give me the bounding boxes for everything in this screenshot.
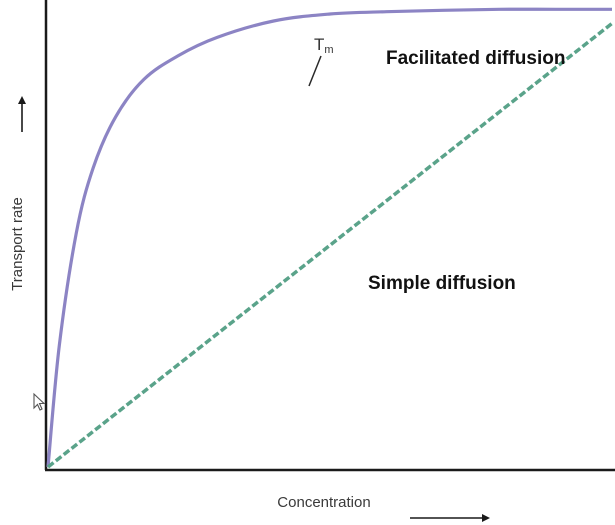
tm-leader-line: [308, 55, 322, 87]
simple-diffusion-label: Simple diffusion: [368, 273, 516, 294]
series-layer: [46, 7, 614, 469]
tm-label: Tm: [314, 35, 334, 56]
facilitated-diffusion-curve: [46, 7, 612, 468]
mouse-cursor-icon: [33, 392, 46, 411]
facilitated-diffusion-label: Facilitated diffusion: [386, 48, 565, 69]
tm-label-subscript: m: [324, 44, 333, 56]
y-axis-title: Transport rate: [9, 197, 26, 291]
tm-label-main: T: [314, 35, 324, 54]
x-axis-title: Concentration: [277, 494, 370, 511]
tm-annotation: Tm: [308, 35, 334, 87]
